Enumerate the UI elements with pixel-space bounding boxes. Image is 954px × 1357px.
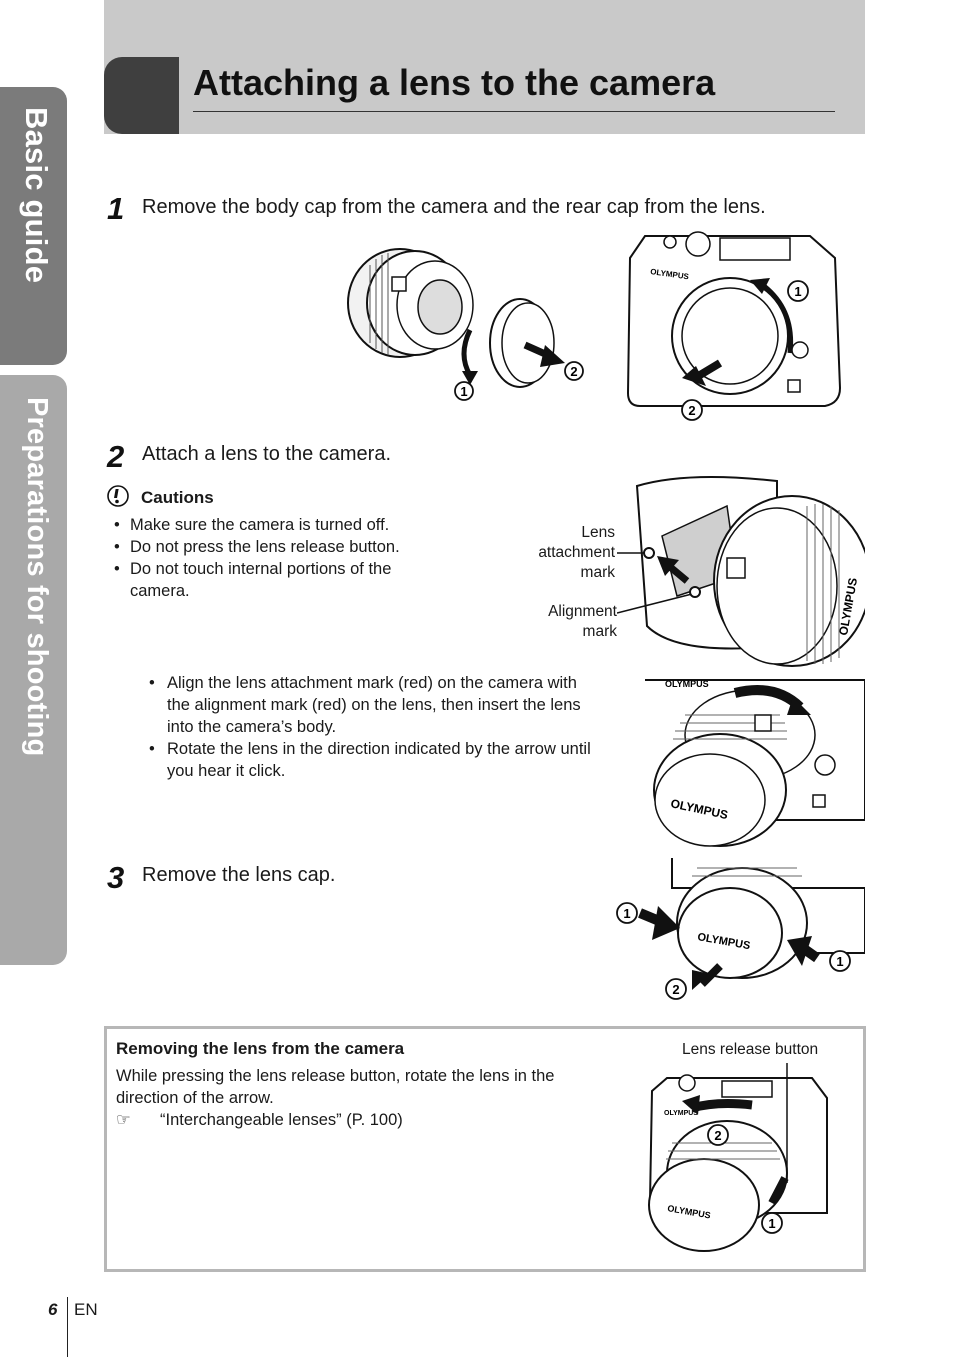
- step-number: 3: [107, 860, 125, 895]
- brand-logo: OLYMPUS: [665, 679, 709, 689]
- list-item: Do not press the lens release button.: [114, 536, 444, 558]
- step-text: Remove the lens cap.: [142, 864, 336, 886]
- brand-logo: OLYMPUS: [664, 1110, 698, 1117]
- list-item: Make sure the camera is turned off.: [114, 514, 444, 536]
- title-rule: [193, 111, 835, 112]
- list-item: Rotate the lens in the direction indicat…: [149, 738, 599, 782]
- list-item: Do not touch internal portions of the ca…: [114, 558, 444, 602]
- marker-2: 2: [714, 1128, 721, 1143]
- marker-1: 1: [836, 954, 843, 969]
- caution-icon: [107, 485, 129, 507]
- lens-removal-illustration: OLYMPUS OLYMPUS 2 1: [648, 1063, 828, 1252]
- side-tab-label: Preparations for shooting: [21, 397, 53, 757]
- camera-body-cap-illustration: OLYMPUS 1 2: [626, 231, 842, 421]
- page-title: Attaching a lens to the camera: [193, 62, 716, 103]
- step-text: Attach a lens to the camera.: [142, 443, 392, 465]
- marker-2: 2: [688, 403, 695, 418]
- lens-mount-closeup-illustration: OLYMPUS: [617, 476, 865, 667]
- page-number: 6: [48, 1300, 58, 1319]
- removing-lens-note: Removing the lens from the camera While …: [104, 1026, 866, 1272]
- side-tab-basic-guide[interactable]: Basic guide: [0, 87, 67, 365]
- marker-1: 1: [460, 384, 467, 399]
- lens-release-button-label: Lens release button: [682, 1041, 819, 1058]
- lens-attachment-mark-label: Lens attachment mark: [538, 524, 615, 581]
- header-block: [104, 57, 179, 134]
- step-number: 2: [107, 439, 125, 474]
- marker-1: 1: [794, 284, 801, 299]
- reference-link[interactable]: “Interchangeable lenses” (P. 100): [160, 1111, 403, 1129]
- step-number: 1: [107, 191, 125, 226]
- note-title: Removing the lens from the camera: [116, 1039, 405, 1058]
- lens-cap-removal-illustration: OLYMPUS 1 1 2: [616, 858, 865, 1000]
- alignment-mark-label: Alignment mark: [548, 603, 617, 640]
- footer-divider: [67, 1297, 68, 1357]
- lens-rotate-illustration: OLYMPUS OLYMPUS: [645, 679, 865, 847]
- side-tab-label: Basic guide: [19, 107, 54, 284]
- marker-1: 1: [623, 906, 630, 921]
- cautions-title: Cautions: [141, 488, 214, 507]
- marker-2: 2: [570, 364, 577, 379]
- step-text: Remove the body cap from the camera and …: [142, 196, 766, 218]
- note-text: While pressing the lens release button, …: [116, 1067, 555, 1107]
- language-code: EN: [74, 1300, 98, 1319]
- attach-instructions-list: Align the lens attachment mark (red) on …: [149, 672, 599, 782]
- cautions-list: Make sure the camera is turned off. Do n…: [114, 514, 444, 602]
- lens-rear-cap-illustration: 1 2: [347, 248, 584, 401]
- side-tab-preparations[interactable]: Preparations for shooting: [0, 375, 67, 965]
- marker-1: 1: [768, 1216, 775, 1231]
- marker-2: 2: [672, 982, 679, 997]
- list-item: Align the lens attachment mark (red) on …: [149, 672, 599, 738]
- reference-icon: ☞: [116, 1111, 131, 1129]
